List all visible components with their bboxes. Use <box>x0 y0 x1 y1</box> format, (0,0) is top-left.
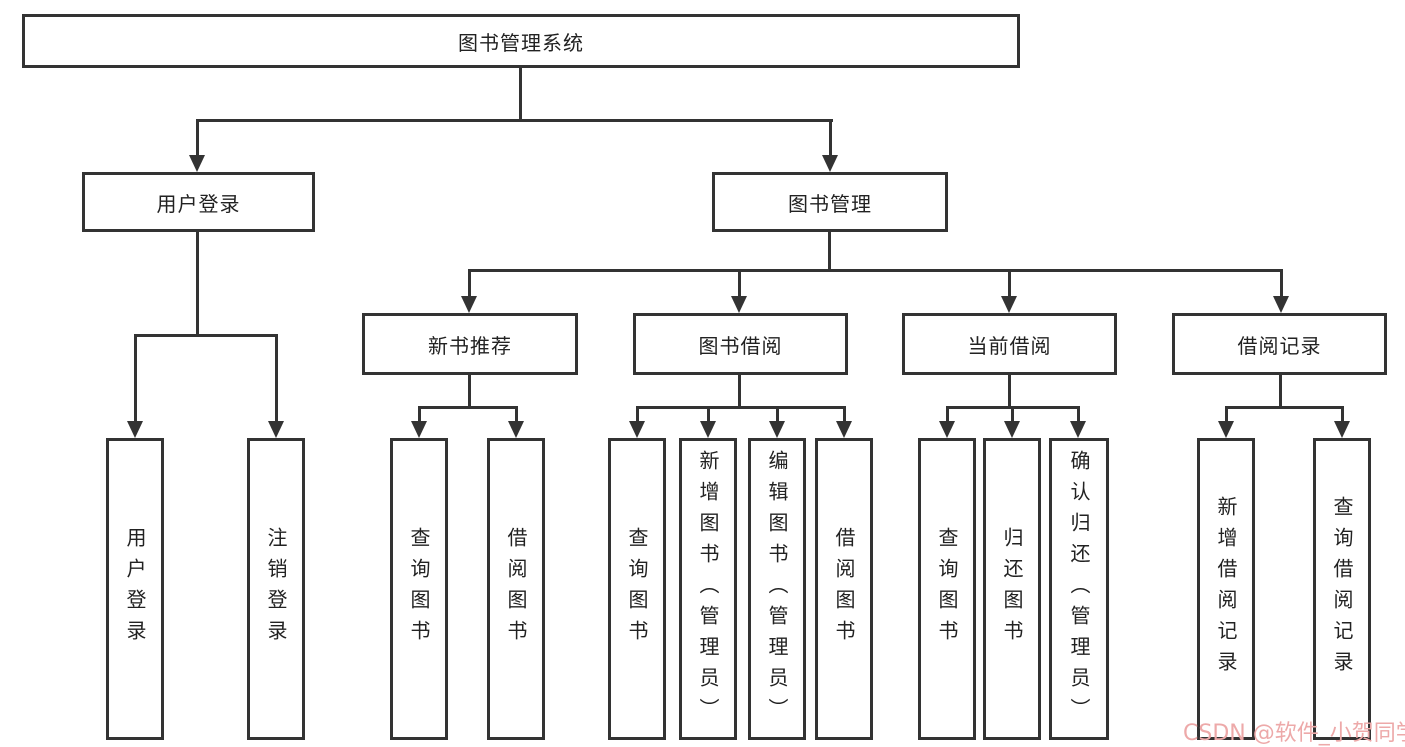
leaf-borrow-books: 借阅图书 <box>815 438 873 740</box>
leaf-recommend-query-books: 查询图书 <box>390 438 448 740</box>
connector-line <box>134 334 278 337</box>
leaf-current-query-books: 查询图书 <box>918 438 976 740</box>
leaf-borrow-query-books: 查询图书 <box>608 438 666 740</box>
connector-line <box>829 119 832 158</box>
arrow-down-icon <box>508 421 524 438</box>
connector-line <box>776 406 779 424</box>
arrow-down-icon <box>1273 296 1289 313</box>
node-current-borrow-label: 当前借阅 <box>967 333 1052 358</box>
connector-line <box>418 406 518 409</box>
leaf-confirm-return-admin: 确认归还（管理员） <box>1049 438 1109 740</box>
connector-line <box>1280 269 1283 299</box>
connector-line <box>134 334 137 424</box>
leaf-query-borrow-record: 查询借阅记录 <box>1313 438 1371 740</box>
connector-line <box>1279 373 1282 409</box>
leaf-recommend-borrow-books-label: 借阅图书 <box>504 527 528 651</box>
connector-line <box>196 119 199 158</box>
connector-line <box>196 230 199 337</box>
node-book-borrow-label: 图书借阅 <box>698 333 783 358</box>
connector-line <box>1225 406 1228 424</box>
node-user-login: 用户登录 <box>82 172 315 232</box>
node-new-book-recommend: 新书推荐 <box>362 313 578 375</box>
connector-line <box>1341 406 1344 424</box>
arrow-down-icon <box>1070 421 1086 438</box>
connector-line <box>636 406 639 424</box>
watermark: CSDN @软件_小贺同学 <box>1183 721 1405 746</box>
leaf-query-borrow-record-label: 查询借阅记录 <box>1330 496 1354 682</box>
leaf-current-query-books-label: 查询图书 <box>935 527 959 651</box>
connector-line <box>843 406 846 424</box>
connector-line <box>1011 406 1014 424</box>
leaf-return-books: 归还图书 <box>983 438 1041 740</box>
arrow-down-icon <box>189 155 205 172</box>
arrow-down-icon <box>127 421 143 438</box>
connector-line <box>1008 373 1011 409</box>
arrow-down-icon <box>1004 421 1020 438</box>
leaf-recommend-query-books-label: 查询图书 <box>407 527 431 651</box>
connector-line <box>515 406 518 424</box>
leaf-add-book-admin-label: 新增图书（管理员） <box>696 449 720 729</box>
arrow-down-icon <box>268 421 284 438</box>
arrow-down-icon <box>461 296 477 313</box>
leaf-borrow-books-label: 借阅图书 <box>832 527 856 651</box>
leaf-add-book-admin: 新增图书（管理员） <box>679 438 737 740</box>
arrow-down-icon <box>769 421 785 438</box>
connector-line <box>418 406 421 424</box>
node-root: 图书管理系统 <box>22 14 1020 68</box>
arrow-down-icon <box>1334 421 1350 438</box>
node-root-label: 图书管理系统 <box>458 30 584 55</box>
connector-line <box>196 119 833 122</box>
connector-line <box>1008 269 1011 299</box>
arrow-down-icon <box>939 421 955 438</box>
connector-line <box>468 269 1282 272</box>
connector-line <box>738 269 741 299</box>
connector-line <box>636 406 846 409</box>
connector-line <box>519 68 522 121</box>
leaf-edit-book-admin: 编辑图书（管理员） <box>748 438 806 740</box>
connector-line <box>738 373 741 409</box>
leaf-recommend-borrow-books: 借阅图书 <box>487 438 545 740</box>
arrow-down-icon <box>1218 421 1234 438</box>
connector-line <box>707 406 710 424</box>
leaf-logout: 注销登录 <box>247 438 305 740</box>
connector-line <box>828 230 831 272</box>
leaf-confirm-return-admin-label: 确认归还（管理员） <box>1067 449 1091 729</box>
leaf-logout-label: 注销登录 <box>264 527 288 651</box>
arrow-down-icon <box>700 421 716 438</box>
node-book-borrow: 图书借阅 <box>633 313 848 375</box>
arrow-down-icon <box>836 421 852 438</box>
connector-line <box>946 406 949 424</box>
leaf-add-borrow-record: 新增借阅记录 <box>1197 438 1255 740</box>
leaf-user-login: 用户登录 <box>106 438 164 740</box>
node-borrow-records: 借阅记录 <box>1172 313 1387 375</box>
arrow-down-icon <box>822 155 838 172</box>
leaf-edit-book-admin-label: 编辑图书（管理员） <box>765 449 789 729</box>
connector-line <box>1225 406 1344 409</box>
node-user-login-label: 用户登录 <box>156 191 241 216</box>
leaf-borrow-query-books-label: 查询图书 <box>625 527 649 651</box>
arrow-down-icon <box>1001 296 1017 313</box>
arrow-down-icon <box>629 421 645 438</box>
connector-line <box>1077 406 1080 424</box>
arrow-down-icon <box>411 421 427 438</box>
connector-line <box>275 334 278 424</box>
node-book-management-label: 图书管理 <box>788 191 872 216</box>
leaf-user-login-label: 用户登录 <box>123 527 147 651</box>
node-new-book-recommend-label: 新书推荐 <box>428 333 512 358</box>
node-book-management: 图书管理 <box>712 172 948 232</box>
leaf-return-books-label: 归还图书 <box>1000 527 1024 651</box>
node-borrow-records-label: 借阅记录 <box>1237 333 1322 358</box>
connector-line <box>468 373 471 409</box>
arrow-down-icon <box>731 296 747 313</box>
node-current-borrow: 当前借阅 <box>902 313 1117 375</box>
leaf-add-borrow-record-label: 新增借阅记录 <box>1214 496 1238 682</box>
connector-line <box>468 269 471 299</box>
